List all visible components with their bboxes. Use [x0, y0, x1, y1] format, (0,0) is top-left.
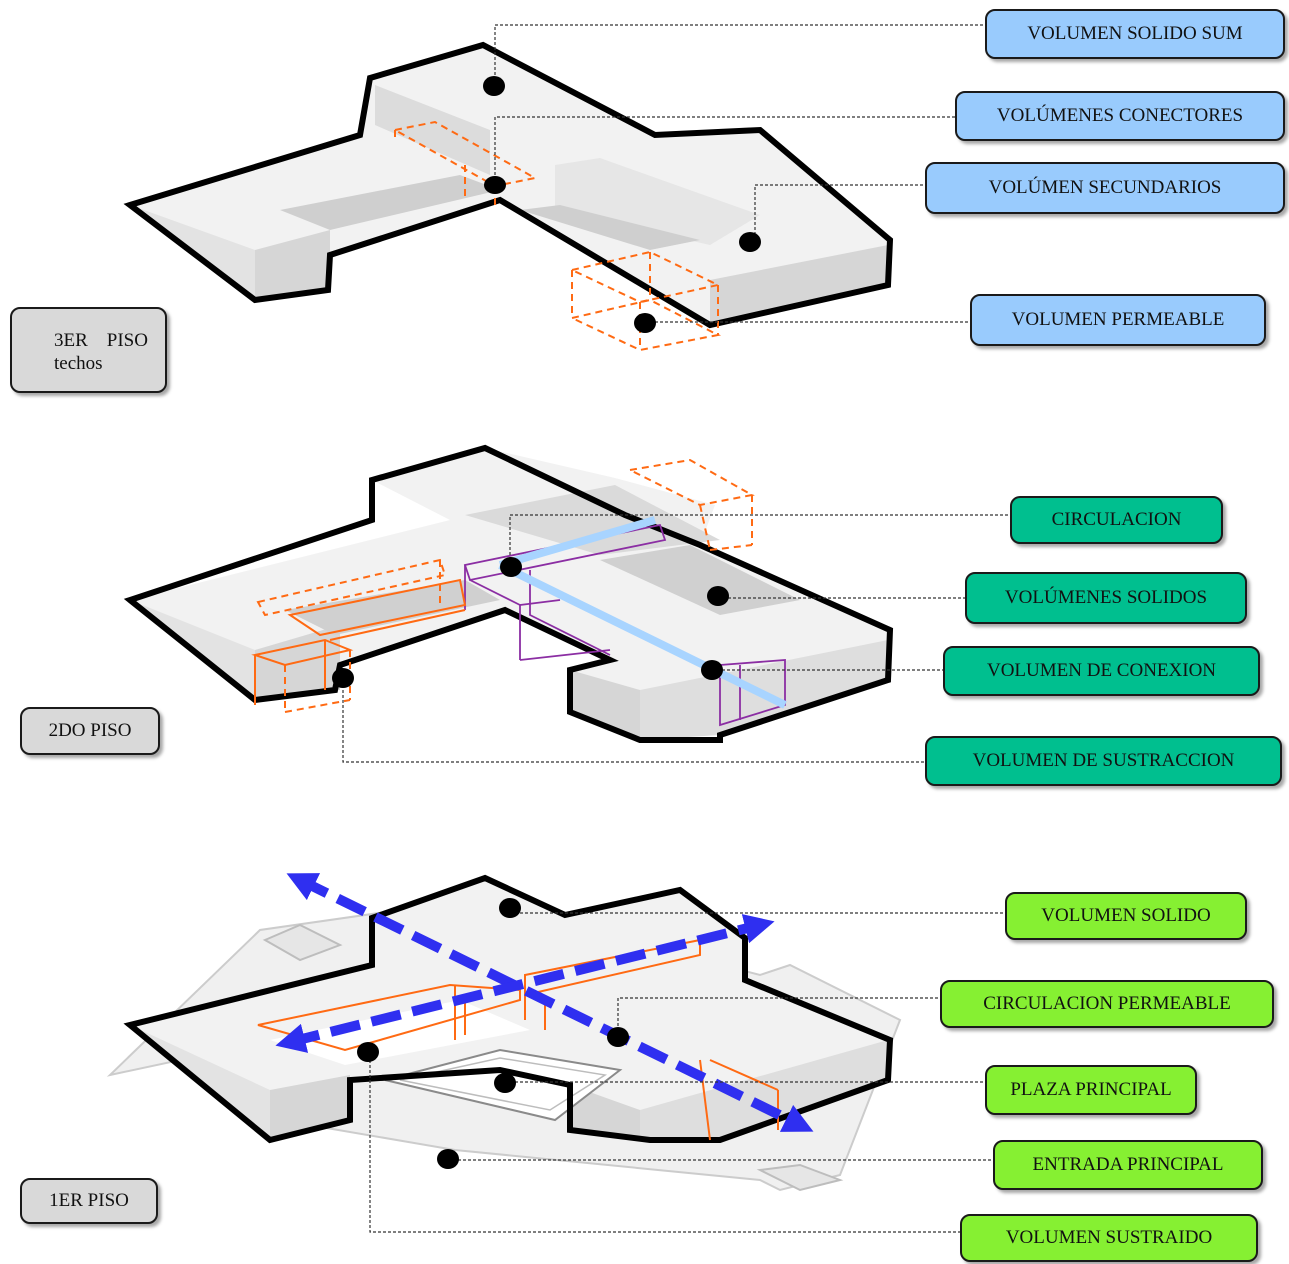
dot-connection [701, 660, 723, 680]
label-volumenes-solidos: VOLÚMENES SOLIDOS [965, 572, 1247, 624]
label-volumen-solido-sum: VOLUMEN SOLIDO SUM [985, 9, 1285, 59]
label-circulacion-permeable: CIRCULACION PERMEABLE [940, 980, 1274, 1028]
third-floor-secondary-volume [555, 158, 760, 245]
label-circulacion: CIRCULACION [1010, 496, 1223, 544]
third-floor-model [123, 41, 894, 352]
label-text: VOLUMEN SOLIDO SUM [1027, 23, 1243, 44]
dot-entrance [437, 1149, 459, 1169]
second-floor-circulation-line [498, 516, 657, 569]
label-volumen-sustraido: VOLUMEN SUSTRAIDO [960, 1214, 1258, 1262]
dot-circulation-permeable [607, 1027, 629, 1047]
floor-tag-second: 2DO PISO [20, 707, 160, 755]
dot-solid [499, 898, 521, 918]
label-volumen-permeable: VOLUMEN PERMEABLE [970, 294, 1266, 346]
label-text: VOLUMEN SOLIDO [1041, 905, 1211, 926]
third-floor-permeable-volume [568, 250, 722, 352]
dot-solid-sum [483, 76, 505, 96]
label-plaza-principal: PLAZA PRINCIPAL [985, 1065, 1197, 1115]
label-volumen-de-sustraccion: VOLUMEN DE SUSTRACCION [925, 736, 1282, 786]
floor-tag-first-title: 1ER PISO [49, 1190, 129, 1211]
label-text: CIRCULACION [1051, 509, 1182, 530]
dot-connectors [484, 176, 506, 194]
first-floor-axis-arrow-cross [275, 914, 775, 1053]
dot-plaza [494, 1073, 516, 1093]
label-text: VOLÚMENES SOLIDOS [1004, 587, 1208, 608]
dot-subtraction [332, 668, 354, 688]
marker-dots [332, 76, 761, 1169]
label-volumen-de-conexion: VOLUMEN DE CONEXION [943, 646, 1260, 696]
first-floor-model [106, 873, 902, 1192]
dot-circulation [500, 557, 522, 577]
label-entrada-principal: ENTRADA PRINCIPAL [993, 1140, 1263, 1190]
dot-secondary [739, 232, 761, 252]
floor-tag-third: 3ER PISO techos [10, 307, 167, 393]
floor-tag-third-title: 3ER PISO [54, 330, 148, 351]
floor-tag-third-subtitle: techos [54, 353, 103, 374]
label-text: VOLUMEN DE CONEXION [986, 660, 1217, 681]
label-text: VOLUMEN SUSTRAIDO [1005, 1227, 1213, 1248]
floor-tag-first: 1ER PISO [20, 1178, 158, 1224]
label-volumenes-conectores: VOLÚMENES CONECTORES [955, 91, 1285, 141]
label-text: CIRCULACION PERMEABLE [983, 993, 1231, 1014]
second-floor-subtraction-volume [251, 558, 467, 713]
label-text: VOLÚMENES CONECTORES [996, 105, 1244, 126]
label-text: VOLUMEN PERMEABLE [1011, 309, 1225, 330]
label-text: VOLÚMEN SECUNDARIOS [988, 177, 1222, 198]
dot-permeable [634, 313, 656, 333]
floor-tag-second-title: 2DO PISO [48, 720, 132, 741]
label-text: ENTRADA PRINCIPAL [1032, 1154, 1224, 1175]
second-floor-upper-dashed-volume [626, 458, 755, 551]
leader-lines [342, 24, 1010, 1233]
label-volumen-solido: VOLUMEN SOLIDO [1005, 892, 1247, 940]
third-floor-outline [123, 41, 894, 329]
label-text: PLAZA PRINCIPAL [1010, 1079, 1172, 1100]
dot-subtracted [357, 1042, 379, 1062]
dot-solids [707, 586, 729, 606]
label-volumen-secundarios: VOLÚMEN SECUNDARIOS [925, 162, 1285, 214]
label-text: VOLUMEN DE SUSTRACCION [972, 750, 1235, 771]
second-floor-model [123, 444, 894, 743]
